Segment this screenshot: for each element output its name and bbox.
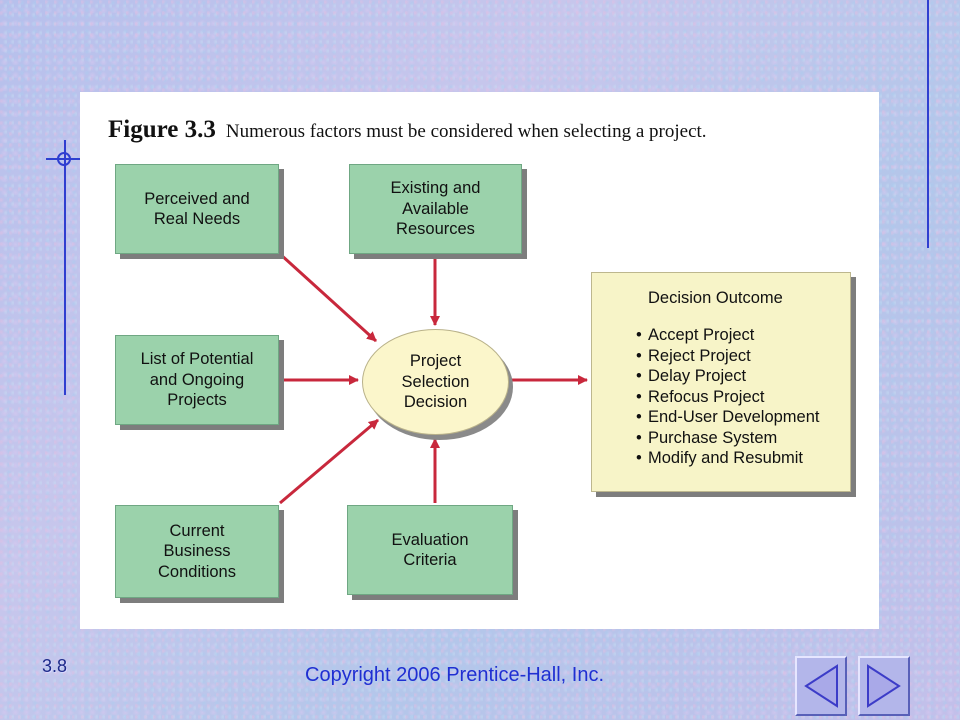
outcome-item-label: Reject Project [648,346,751,365]
figure-caption: Numerous factors must be considered when… [225,121,707,142]
outcome-item: •Refocus Project [636,387,765,406]
outcome-item: •Reject Project [636,346,751,365]
right-vertical-rule [927,0,929,248]
factor-potential-projects: List of Potential and Ongoing Projects [115,335,279,425]
factor-evaluation-criteria: Evaluation Criteria [347,505,513,595]
outcome-item-label: Refocus Project [648,387,765,406]
outcome-item: •Purchase System [636,428,778,447]
factor-evaluation-criteria-label: Evaluation Criteria [391,530,469,570]
outcome-item-label: Delay Project [648,367,747,385]
arrow-needs-to-decision [278,252,378,343]
outcome-item: •End-User Development [636,408,820,426]
outcome-item: •Delay Project [636,367,747,385]
decision-label: Project Selection Decision [401,352,470,412]
outcome-item-label: Modify and Resubmit [648,449,803,467]
factor-business-conditions: Current Business Conditions [115,505,279,598]
previous-slide-button[interactable] [795,656,847,716]
outcome-title: Decision Outcome [648,289,783,307]
factor-perceived-needs: Perceived and Real Needs [115,164,279,254]
copyright-notice: Copyright 2006 Prentice-Hall, Inc. [305,664,605,686]
arrow-conditions-to-decision [279,418,379,505]
outcome-item-label: Accept Project [648,326,755,344]
outcome-item: •Accept Project [636,326,755,344]
outcome-list: •Accept Project •Reject Project •Delay P… [636,325,820,469]
corner-ring [57,152,71,166]
left-vertical-rule [64,140,66,395]
figure-label: Figure 3.3 [108,116,216,143]
factor-existing-resources-label: Existing and Available Resources [390,179,481,239]
connector-arrows [278,252,588,505]
decision-outcome-box: Decision Outcome •Accept Project •Reject… [591,272,851,492]
outcome-item-label: Purchase System [648,428,778,447]
slide-number: 3.8 [42,656,68,676]
figure-title: Figure 3.3 Numerous factors must be cons… [108,116,707,144]
outcome-item: •Modify and Resubmit [636,449,803,467]
triangle-left-icon [804,664,838,708]
next-slide-button[interactable] [858,656,910,716]
factor-business-conditions-label: Current Business Conditions [158,521,236,581]
triangle-right-icon [867,664,901,708]
figure-panel: Figure 3.3 Numerous factors must be cons… [80,92,879,629]
project-selection-decision: Project Selection Decision [362,329,509,435]
factor-existing-resources: Existing and Available Resources [349,164,522,254]
factor-potential-projects-label: List of Potential and Ongoing Projects [140,350,254,410]
factor-perceived-needs-label: Perceived and Real Needs [144,189,250,229]
outcome-item-label: End-User Development [648,408,820,426]
